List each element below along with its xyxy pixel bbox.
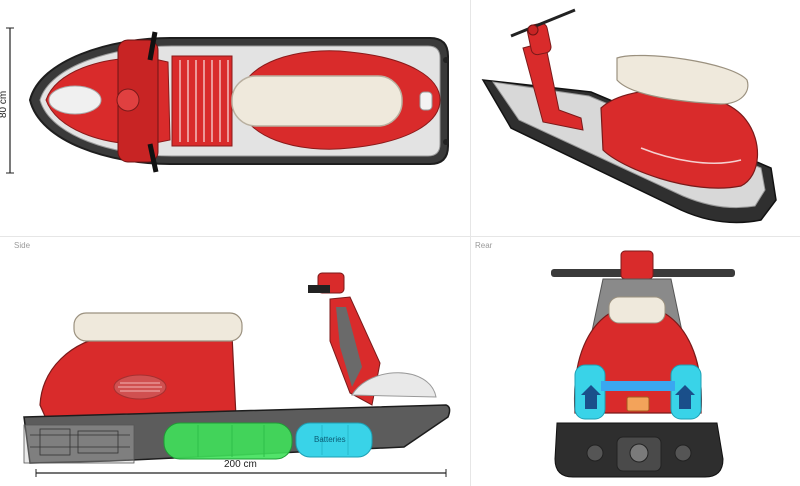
width-dimension-label: 80 cm (0, 90, 9, 118)
side-view-label: Side (14, 241, 31, 250)
rear-view-drawing (551, 250, 735, 478)
footboard (171, 55, 233, 147)
rear-view-label: Rear (475, 241, 493, 250)
horizontal-divider (0, 236, 800, 237)
perspective-view-panel (471, 0, 800, 236)
vertical-divider (470, 0, 471, 486)
seat (608, 296, 666, 324)
seat (616, 54, 749, 105)
batteries-label: Batteries (314, 435, 346, 444)
side-view-drawing (23, 272, 451, 477)
top-view-panel: 80 cm (0, 0, 470, 236)
handlebar (510, 8, 576, 38)
motor (163, 422, 293, 460)
perspective-view-drawing (481, 8, 777, 224)
seat (231, 75, 403, 127)
length-dimension-label: 200 cm (224, 459, 257, 470)
seat (73, 312, 243, 342)
batteries (295, 422, 373, 458)
side-view-panel: Side Batteries 200 cm (0, 237, 470, 486)
rear-view-panel: Rear (471, 237, 800, 486)
top-view-drawing (6, 27, 449, 174)
